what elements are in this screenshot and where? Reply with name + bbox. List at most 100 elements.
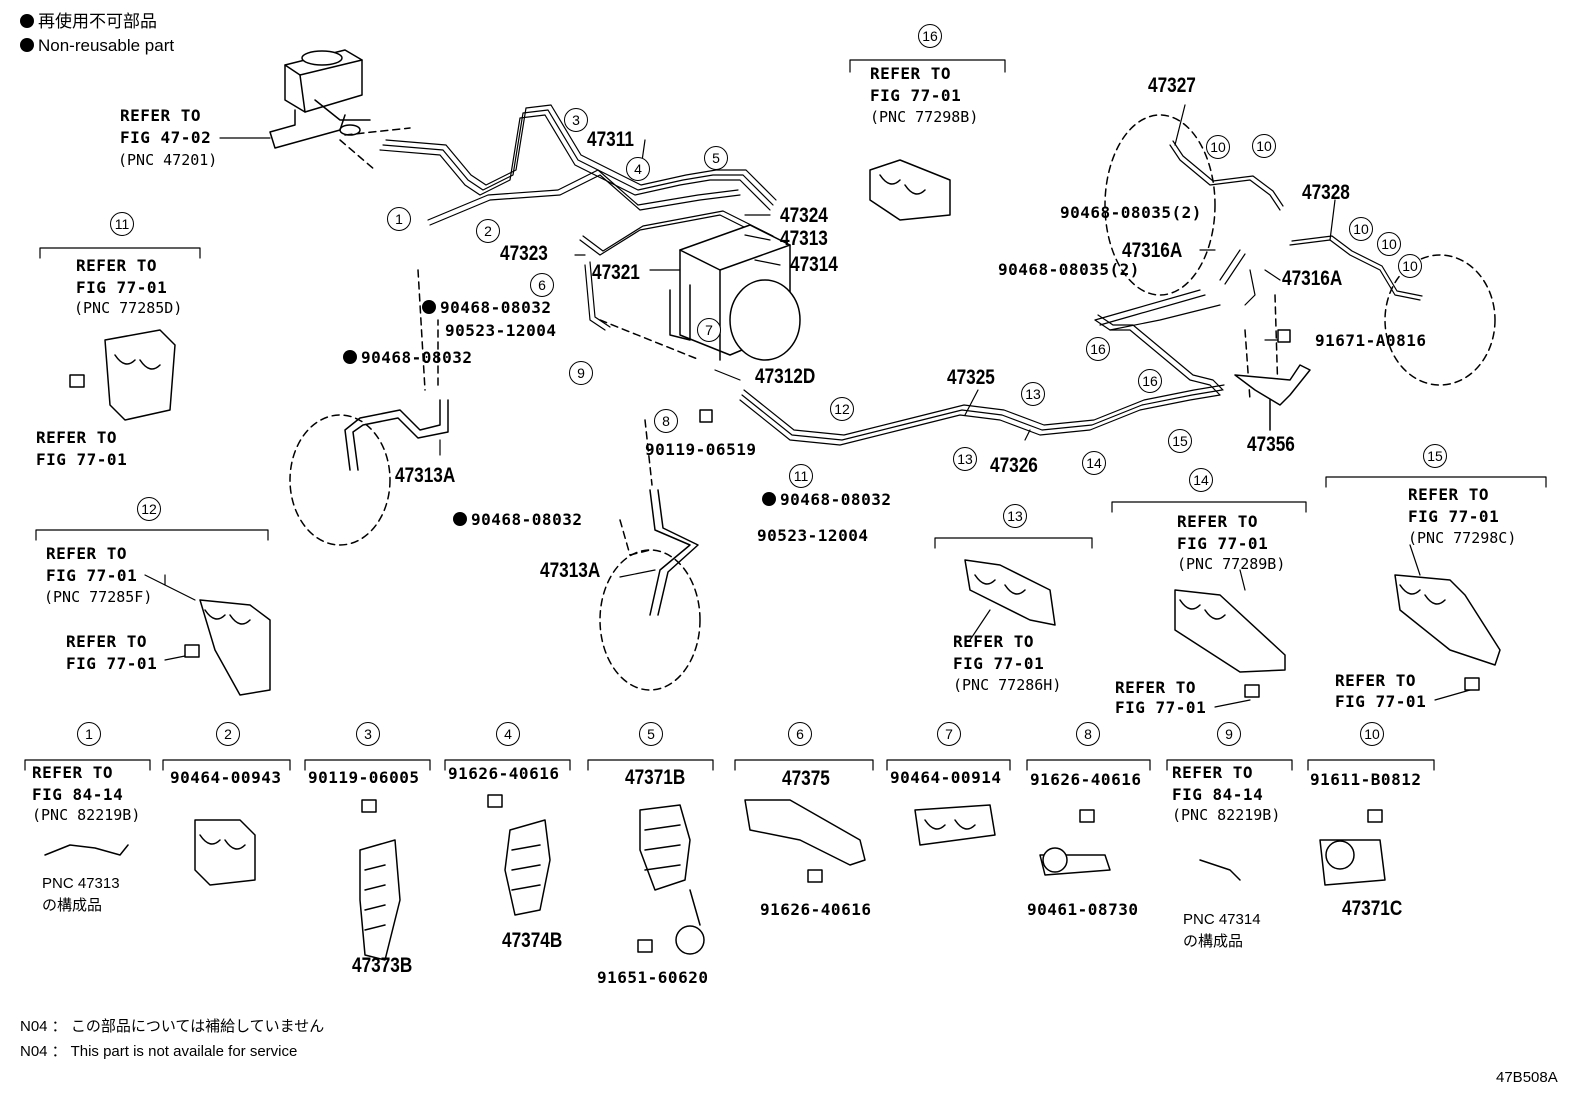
part-number[interactable]: 47321: [592, 261, 640, 284]
bolt-number[interactable]: 90468-08035(2): [998, 260, 1140, 279]
group-callout-12[interactable]: 12: [137, 497, 161, 521]
fig-ref-link[interactable]: FIG 84-14: [1172, 785, 1264, 804]
part-number[interactable]: 47316A: [1122, 239, 1183, 262]
callout-10[interactable]: 10: [1349, 217, 1373, 241]
fig-ref-link[interactable]: FIG 47-02: [120, 128, 212, 147]
group-callout-14[interactable]: 14: [1189, 468, 1213, 492]
part-number-small[interactable]: 91626-40616: [1030, 770, 1142, 789]
callout-12[interactable]: 12: [830, 397, 854, 421]
bolt-number[interactable]: 90119-06519: [645, 440, 757, 459]
part-number[interactable]: 47323: [500, 242, 548, 265]
part-number-small[interactable]: 91626-40616: [760, 900, 872, 919]
bolt-number[interactable]: 90468-08035(2): [1060, 203, 1202, 222]
part-number[interactable]: 47314: [790, 253, 838, 276]
part-number[interactable]: 47326: [990, 454, 1038, 477]
callout-5[interactable]: 5: [704, 146, 728, 170]
group-callout-5[interactable]: 5: [639, 722, 663, 746]
refer-to-label: REFER TO: [32, 763, 114, 782]
group-callout-9[interactable]: 9: [1217, 722, 1241, 746]
part-number[interactable]: 47327: [1148, 74, 1196, 97]
part-number[interactable]: 47325: [947, 366, 995, 389]
fig-ref-link[interactable]: FIG 77-01: [66, 654, 158, 673]
bolt-number-nonreusable[interactable]: 90468-08032: [343, 350, 472, 366]
group-callout-3[interactable]: 3: [356, 722, 380, 746]
part-number[interactable]: 47324: [780, 204, 828, 227]
part-number-small[interactable]: 91611-B0812: [1310, 770, 1422, 789]
component-note: PNC 47313: [42, 875, 120, 892]
callout-10[interactable]: 10: [1252, 134, 1276, 158]
fig-ref-link[interactable]: FIG 77-01: [953, 654, 1045, 673]
callout-16[interactable]: 16: [1138, 369, 1162, 393]
bolt-number-nonreusable[interactable]: 90468-08032: [422, 300, 551, 316]
fig-ref-link[interactable]: FIG 77-01: [1177, 534, 1269, 553]
group-callout-1[interactable]: 1: [77, 722, 101, 746]
bolt-drawings: [69, 329, 1480, 953]
legend-jp: 再使用不可部品: [20, 13, 157, 30]
fig-ref-link[interactable]: FIG 77-01: [1408, 507, 1500, 526]
brake-tube-bundles: [379, 104, 1423, 446]
bolt-number[interactable]: 90523-12004: [445, 321, 557, 340]
part-number[interactable]: 47356: [1247, 433, 1295, 456]
group-callout-6[interactable]: 6: [788, 722, 812, 746]
fig-ref-link[interactable]: FIG 77-01: [1335, 692, 1427, 711]
group-callout-10[interactable]: 10: [1360, 722, 1384, 746]
part-number[interactable]: 47371B: [625, 766, 686, 789]
bolt-number[interactable]: 91671-A0816: [1315, 331, 1427, 350]
fig-ref-link[interactable]: FIG 77-01: [76, 278, 168, 297]
callout-7[interactable]: 7: [697, 318, 721, 342]
part-number[interactable]: 47313: [780, 227, 828, 250]
group-callout-8[interactable]: 8: [1076, 722, 1100, 746]
group-callout-15[interactable]: 15: [1423, 444, 1447, 468]
part-number-small[interactable]: 91651-60620: [597, 968, 709, 987]
callout-11[interactable]: 11: [789, 464, 813, 488]
part-number-small[interactable]: 90464-00914: [890, 768, 1002, 787]
part-number[interactable]: 47328: [1302, 181, 1350, 204]
part-number-small[interactable]: 90464-00943: [170, 768, 282, 787]
callout-10[interactable]: 10: [1206, 135, 1230, 159]
callout-15[interactable]: 15: [1168, 429, 1192, 453]
part-number[interactable]: 47312D: [755, 365, 816, 388]
callout-3[interactable]: 3: [564, 108, 588, 132]
part-number[interactable]: 47311: [587, 128, 634, 151]
part-number[interactable]: 47374B: [502, 929, 563, 952]
group-callout-4[interactable]: 4: [496, 722, 520, 746]
part-number[interactable]: 47313A: [395, 464, 456, 487]
bolt-number-nonreusable[interactable]: 90468-08032: [453, 512, 582, 528]
fig-ref-link[interactable]: FIG 77-01: [46, 566, 138, 585]
fig-ref-link[interactable]: FIG 77-01: [870, 86, 962, 105]
callout-8[interactable]: 8: [654, 409, 678, 433]
fig-ref-link[interactable]: FIG 77-01: [1115, 698, 1207, 717]
callout-9[interactable]: 9: [569, 361, 593, 385]
callout-10[interactable]: 10: [1377, 232, 1401, 256]
part-number[interactable]: 47375: [782, 767, 830, 790]
refer-to-label: REFER TO: [1115, 678, 1197, 697]
part-number[interactable]: 47371C: [1342, 897, 1403, 920]
fig-ref-link[interactable]: FIG 84-14: [32, 785, 124, 804]
group-callout-13[interactable]: 13: [1003, 504, 1027, 528]
part-number[interactable]: 47313A: [540, 559, 601, 582]
group-callout-7[interactable]: 7: [937, 722, 961, 746]
part-number-small[interactable]: 90461-08730: [1027, 900, 1139, 919]
group-header-brackets: [24, 59, 1547, 771]
callout-2[interactable]: 2: [476, 219, 500, 243]
part-number-small[interactable]: 90119-06005: [308, 768, 420, 787]
group-callout-16[interactable]: 16: [918, 24, 942, 48]
part-number[interactable]: 47316A: [1282, 267, 1343, 290]
bolt-number[interactable]: 90523-12004: [757, 526, 869, 545]
callout-14[interactable]: 14: [1082, 451, 1106, 475]
callout-10[interactable]: 10: [1398, 254, 1422, 278]
component-note: PNC 47314: [1183, 911, 1261, 928]
group-callout-2[interactable]: 2: [216, 722, 240, 746]
fig-ref-link[interactable]: FIG 77-01: [36, 450, 128, 469]
callout-16[interactable]: 16: [1086, 337, 1110, 361]
part-number-small[interactable]: 91626-40616: [448, 764, 560, 783]
part-number[interactable]: 47373B: [352, 954, 413, 977]
bolt-number-nonreusable[interactable]: 90468-08032: [762, 492, 891, 508]
callout-1[interactable]: 1: [387, 207, 411, 231]
callout-4[interactable]: 4: [626, 157, 650, 181]
group-callout-11[interactable]: 11: [110, 212, 134, 236]
callout-13[interactable]: 13: [1021, 382, 1045, 406]
callout-13[interactable]: 13: [953, 447, 977, 471]
callout-6[interactable]: 6: [530, 273, 554, 297]
